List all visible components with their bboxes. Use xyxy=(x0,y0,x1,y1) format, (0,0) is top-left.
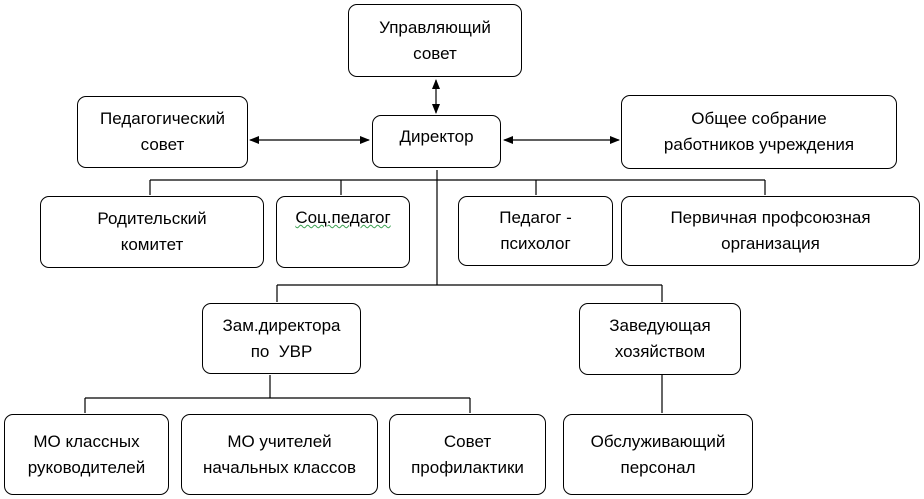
deputy-director-box: Зам.директора по УВР xyxy=(202,303,361,374)
mo-class-teachers-line-1: МО классных xyxy=(33,431,140,451)
council-box: Управляющий совет xyxy=(348,4,522,77)
prevention-council-line-2: профилактики xyxy=(411,457,524,477)
housekeeping-head-box: Заведующая хозяйством xyxy=(579,303,741,375)
mo-class-teachers-line-2: руководителей xyxy=(27,457,146,477)
parents-committee-line-2: комитет xyxy=(120,235,184,254)
mo-primary-teachers-line-1: МО учителей xyxy=(227,431,332,451)
prevention-council-box: Совет профилактики xyxy=(389,414,546,495)
housekeeping-head-line-1: Заведующая xyxy=(609,316,711,335)
psychologist-box: Педагог - психолог xyxy=(458,196,613,266)
council-line-2: совет xyxy=(413,43,457,63)
deputy-director-line-2: по УВР xyxy=(250,341,313,361)
trade-union-line-1: Первичная профсоюзная xyxy=(670,208,871,227)
service-staff-line-1: Обслуживающий xyxy=(590,431,726,451)
general-meeting-line-1: Общее собрание xyxy=(691,109,827,128)
director-box: Директор xyxy=(372,115,501,168)
council-line-1: Управляющий xyxy=(379,17,491,37)
psychologist-line-2: психолог xyxy=(500,234,571,253)
social-pedagogue-label: Соц.педагог xyxy=(295,208,391,227)
general-meeting-line-2: работников учреждения xyxy=(663,135,855,154)
trade-union-box: Первичная профсоюзная организация xyxy=(621,196,920,266)
deputy-director-line-1: Зам.директора xyxy=(222,315,341,335)
general-meeting-box: Общее собрание работников учреждения xyxy=(621,95,897,169)
housekeeping-head-line-2: хозяйством xyxy=(614,342,706,361)
parents-committee-line-1: Родительский xyxy=(97,209,207,228)
pedagogical-council-box: Педагогический совет xyxy=(77,96,248,168)
director-label: Директор xyxy=(399,127,474,146)
mo-primary-teachers-box: МО учителей начальных классов xyxy=(181,414,378,495)
social-pedagogue-box: Соц.педагог xyxy=(276,196,410,268)
trade-union-line-2: организация xyxy=(721,234,820,253)
mo-primary-teachers-line-2: начальных классов xyxy=(202,457,357,477)
parents-committee-box: Родительский комитет xyxy=(40,196,264,268)
pedagogical-council-line-2: совет xyxy=(140,135,185,154)
pedagogical-council-line-1: Педагогический xyxy=(100,109,225,128)
psychologist-line-1: Педагог - xyxy=(499,208,572,227)
service-staff-box: Обслуживающий персонал xyxy=(563,414,753,495)
prevention-council-line-1: Совет xyxy=(443,431,492,451)
service-staff-line-2: персонал xyxy=(620,457,696,477)
mo-class-teachers-box: МО классных руководителей xyxy=(4,414,169,495)
